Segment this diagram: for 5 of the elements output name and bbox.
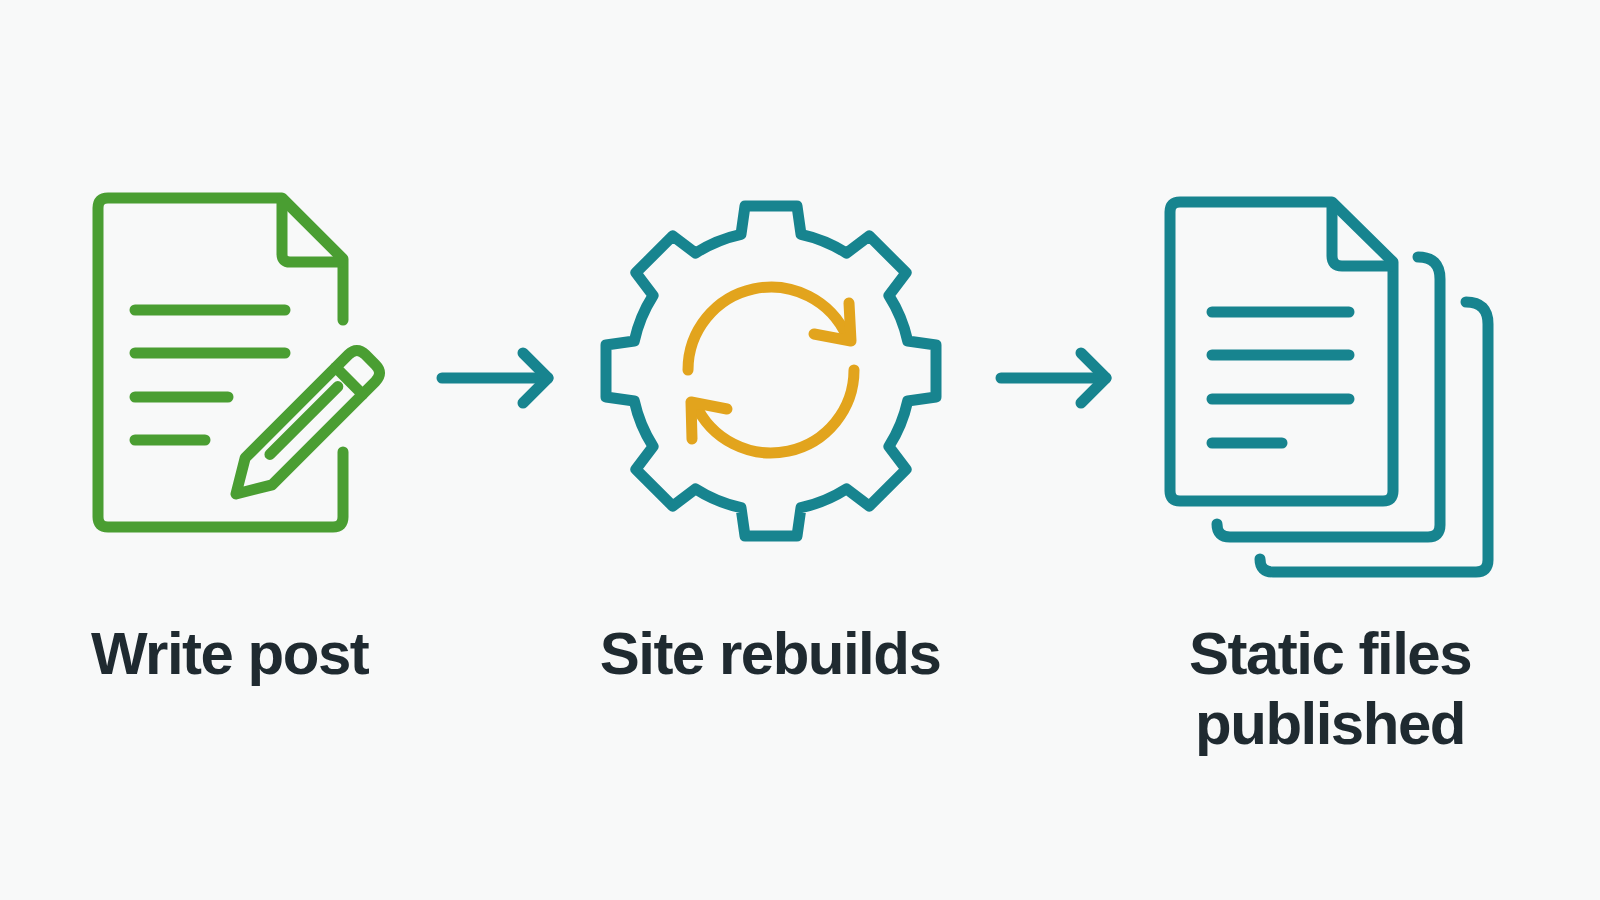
step-label: Write post [91,619,369,689]
step-label: Static files published [1187,619,1473,759]
step-label: Site rebuilds [599,619,941,689]
arrow [995,347,1112,409]
arrow [436,347,554,409]
